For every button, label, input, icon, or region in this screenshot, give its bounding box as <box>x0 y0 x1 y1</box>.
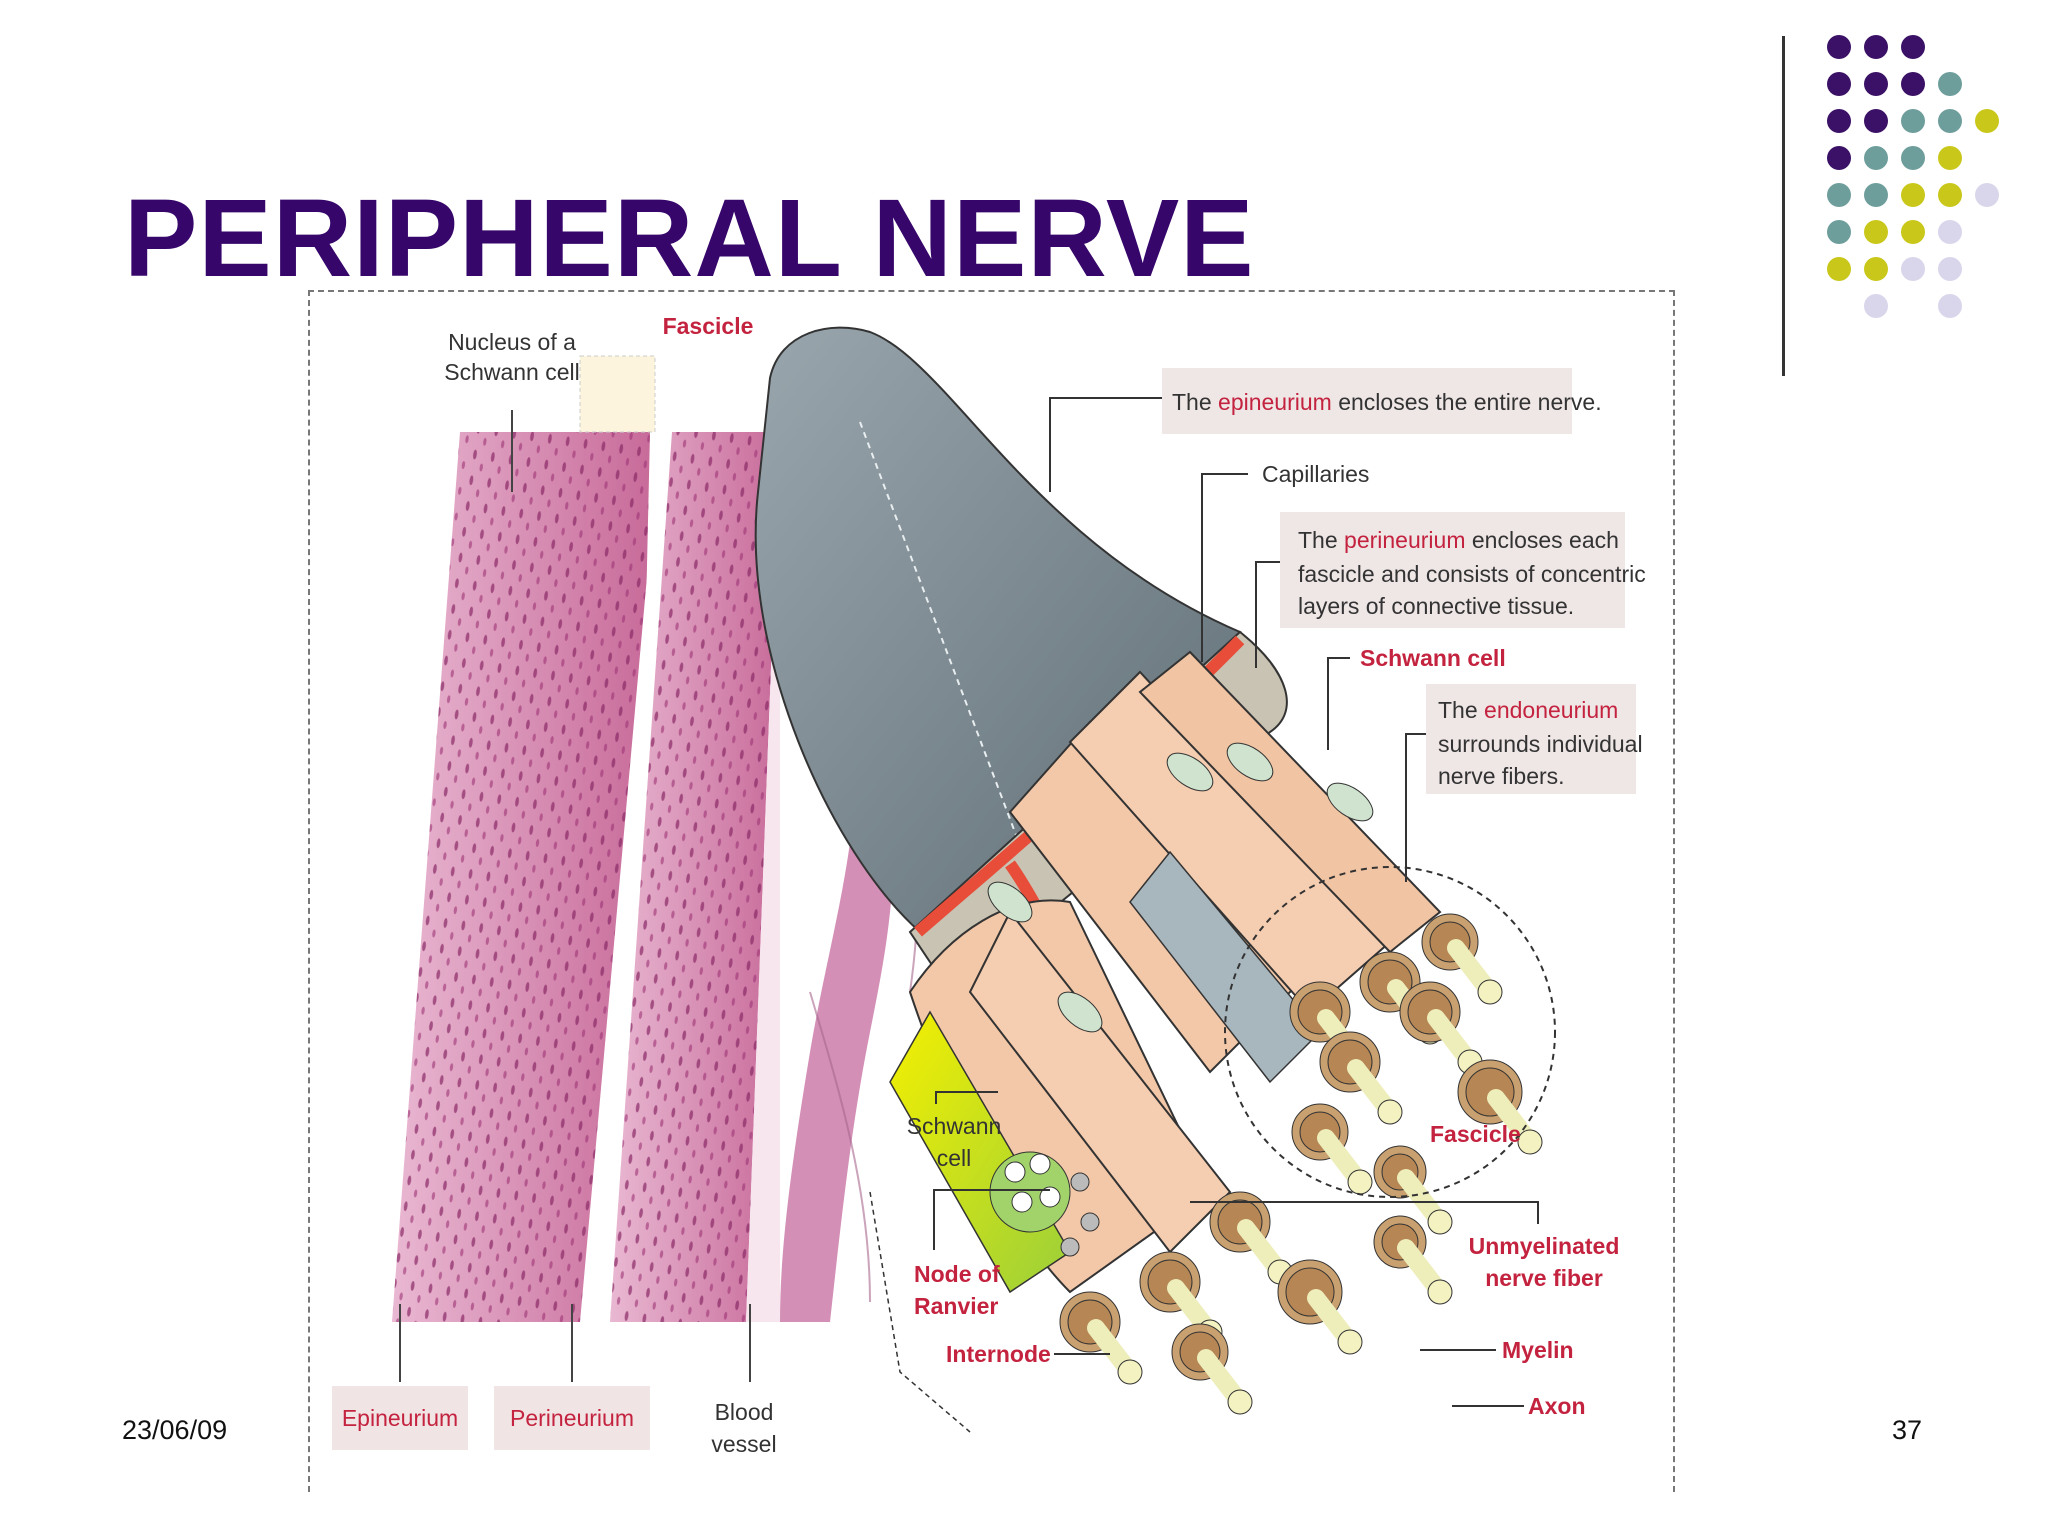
nerve-diagram: Nucleus of a Schwann cell Fascicle Epine… <box>332 313 1646 1457</box>
unmyelinated-cluster <box>989 1151 1100 1257</box>
slide-date: 23/06/09 <box>122 1415 228 1445</box>
diagram-callouts: The epineurium encloses the entire nerve… <box>907 368 1646 1419</box>
callout-perineurium-line3: layers of connective tissue. <box>1298 593 1574 619</box>
label-fascicle-top: Fascicle <box>663 313 754 339</box>
callout-schwann-cell-top: Schwann cell <box>1360 645 1506 671</box>
callout-endoneurium-line2: surrounds individual <box>1438 731 1643 757</box>
label-epineurium: Epineurium <box>342 1405 458 1431</box>
callout-node-of-ranvier-line1: Node of <box>914 1261 1000 1287</box>
callout-unmyelinated-line1: Unmyelinated <box>1469 1233 1620 1259</box>
callout-endoneurium-line3: nerve fibers. <box>1438 763 1565 789</box>
callout-fascicle-circle: Fascicle <box>1430 1121 1521 1147</box>
upper-fascicle-fibers <box>1008 650 1442 1084</box>
slide-page-number: 37 <box>1892 1415 1923 1445</box>
label-blood-vessel-line1: Blood <box>715 1399 774 1425</box>
callout-axon: Axon <box>1528 1393 1586 1419</box>
callout-unmyelinated-line2: nerve fiber <box>1485 1265 1603 1291</box>
callout-schwann-cell-bottom-line2: cell <box>937 1145 972 1171</box>
slide-title: PERIPHERAL NERVE <box>124 177 1255 300</box>
nerve-figure-frame: Nucleus of a Schwann cell Fascicle Epine… <box>308 290 1675 1492</box>
callout-node-of-ranvier-line2: Ranvier <box>914 1293 998 1319</box>
decorative-dot-grid <box>1827 35 1999 318</box>
histology-labels: Nucleus of a Schwann cell Fascicle Epine… <box>332 313 777 1457</box>
callout-epineurium: The epineurium encloses the entire nerve… <box>1172 389 1602 415</box>
callout-schwann-cell-bottom-line1: Schwann <box>907 1113 1002 1139</box>
nerve-illustration <box>754 326 1556 1433</box>
label-nucleus-line1: Nucleus of a <box>448 329 576 355</box>
label-blood-vessel-line2: vessel <box>711 1431 776 1457</box>
label-perineurium: Perineurium <box>510 1405 634 1431</box>
callout-perineurium-line2: fascicle and consists of concentric <box>1298 561 1646 587</box>
callout-endoneurium-line1: The endoneurium <box>1438 697 1618 723</box>
lower-fascicle-fibers <box>889 881 1232 1294</box>
callout-internode: Internode <box>946 1341 1051 1367</box>
callout-capillaries: Capillaries <box>1262 461 1369 487</box>
fiber-ends <box>989 913 1543 1415</box>
dot-grid-dots <box>1827 35 1999 318</box>
callout-myelin: Myelin <box>1502 1337 1574 1363</box>
callout-perineurium-line1: The perineurium encloses each <box>1298 527 1619 553</box>
title-divider-line <box>1782 36 1785 376</box>
label-nucleus-line2: Schwann cell <box>444 359 580 385</box>
